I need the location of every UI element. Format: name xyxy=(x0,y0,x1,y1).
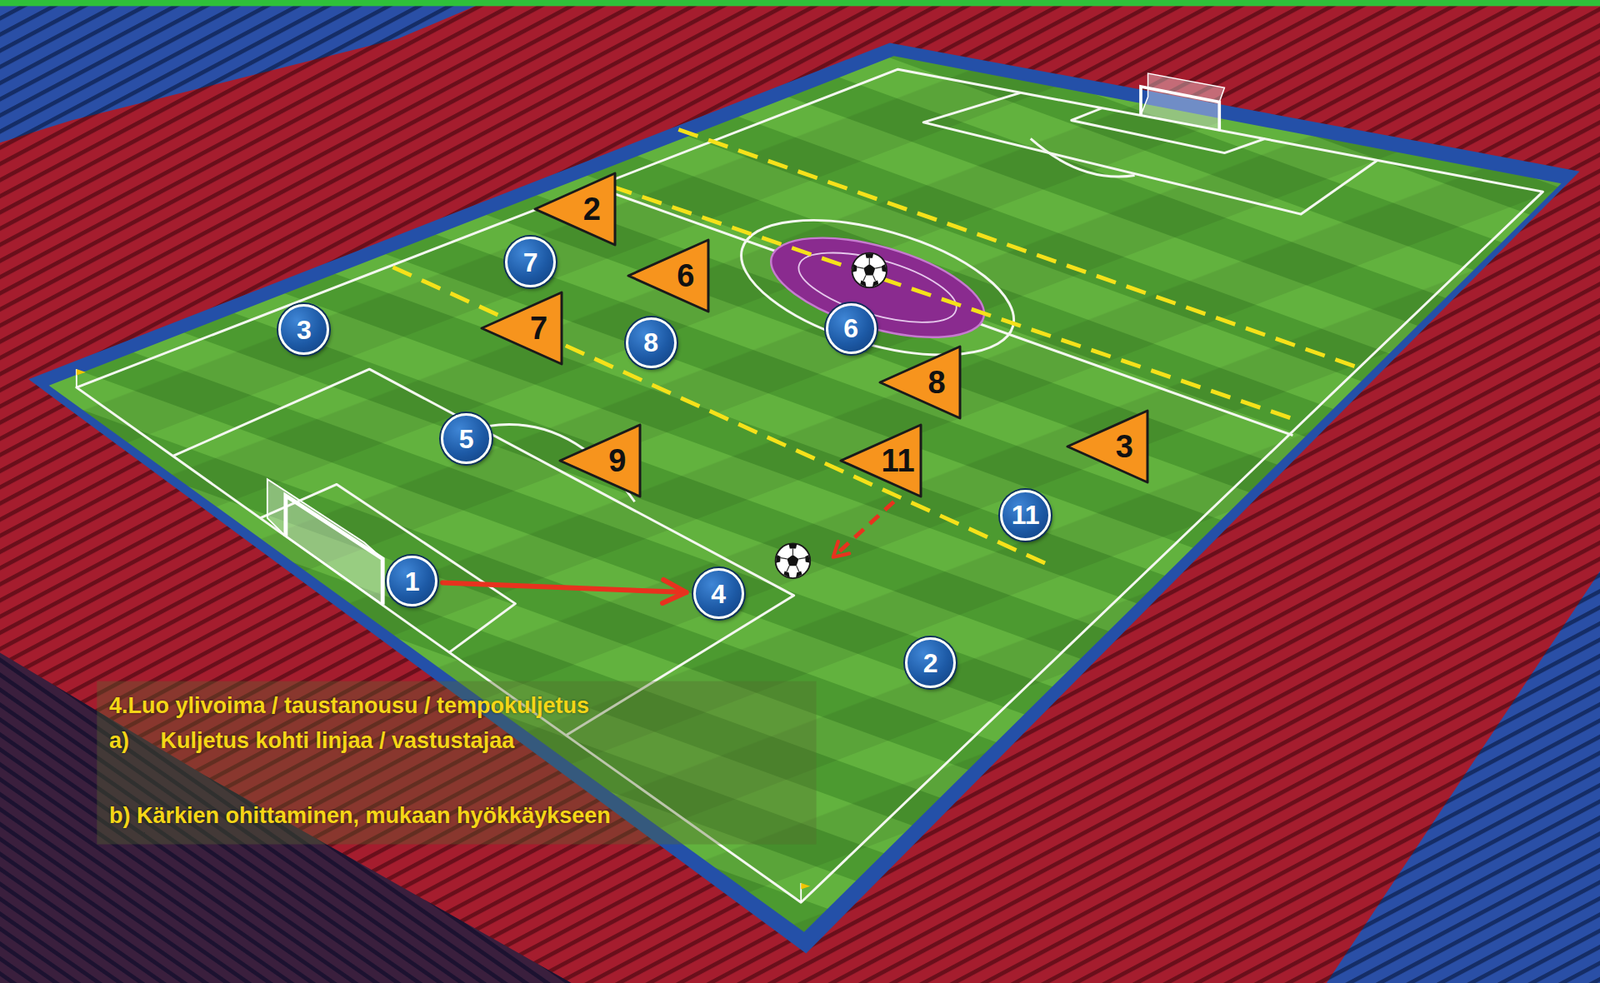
opponent-triangle: 7 xyxy=(479,290,565,367)
player-circle: 2 xyxy=(905,637,956,689)
player-circle: 8 xyxy=(625,317,677,369)
defensive-line xyxy=(392,129,1357,566)
triangle-shape xyxy=(1065,408,1150,485)
player-number: 7 xyxy=(523,249,539,276)
pass-arrow xyxy=(442,582,686,593)
player-number: 8 xyxy=(928,366,946,399)
track xyxy=(28,42,1580,954)
triangle-shape xyxy=(479,290,565,367)
player-number: 6 xyxy=(843,315,859,342)
player-number: 8 xyxy=(643,329,659,356)
opponent-triangle: 2 xyxy=(532,170,618,248)
top-bar xyxy=(0,0,1600,6)
player-number: 6 xyxy=(676,260,695,292)
note-text: a) Kuljetus kohti linjaa / vastustajaa xyxy=(109,729,515,755)
player-number: 5 xyxy=(459,425,475,453)
stand-blue xyxy=(0,0,490,143)
player-number: 7 xyxy=(530,312,548,345)
opponent-triangle: 3 xyxy=(1065,408,1150,485)
player-number: 11 xyxy=(880,445,915,477)
player-number: 3 xyxy=(1115,430,1134,463)
player-number: 3 xyxy=(296,316,312,344)
pitch-lines xyxy=(76,69,1544,903)
note-text: b) Kärkien ohittaminen, mukaan hyökkäyks… xyxy=(109,804,611,830)
opponent-triangle: 8 xyxy=(877,344,963,421)
player-number: 4 xyxy=(710,580,726,608)
triangle-shape xyxy=(625,237,711,315)
grass xyxy=(49,55,1562,932)
player-circle: 4 xyxy=(693,568,745,620)
triangle-shape xyxy=(532,170,618,248)
note-panel xyxy=(96,681,816,845)
grass-shade xyxy=(49,55,1562,932)
ball xyxy=(851,253,887,289)
triangle-shape xyxy=(877,344,963,421)
center-logo-ring xyxy=(791,238,965,337)
player-number: 2 xyxy=(583,193,601,225)
stand-blue-lower xyxy=(1326,570,1600,983)
opponent-triangle: 6 xyxy=(625,237,711,315)
opponent-triangle: 11 xyxy=(838,422,924,500)
player-number: 9 xyxy=(608,445,626,477)
goal-near xyxy=(267,479,383,605)
player-circle: 6 xyxy=(825,303,877,355)
player-circle: 7 xyxy=(505,236,556,288)
ball xyxy=(775,543,811,579)
goal-far xyxy=(1140,73,1225,131)
player-circle: 3 xyxy=(278,304,330,355)
player-number: 1 xyxy=(405,568,420,595)
opponent-triangle: 9 xyxy=(557,422,643,500)
triangle-shape xyxy=(557,422,643,500)
player-number: 2 xyxy=(923,650,939,677)
player-number: 11 xyxy=(1011,501,1040,529)
run-arrow xyxy=(835,501,895,556)
player-circle: 1 xyxy=(386,555,438,607)
center-logo xyxy=(760,218,995,358)
player-circle: 5 xyxy=(440,413,492,465)
note-text: 4.Luo ylivoima / taustanousu / tempokulj… xyxy=(109,694,590,720)
player-circle: 11 xyxy=(1000,490,1051,541)
